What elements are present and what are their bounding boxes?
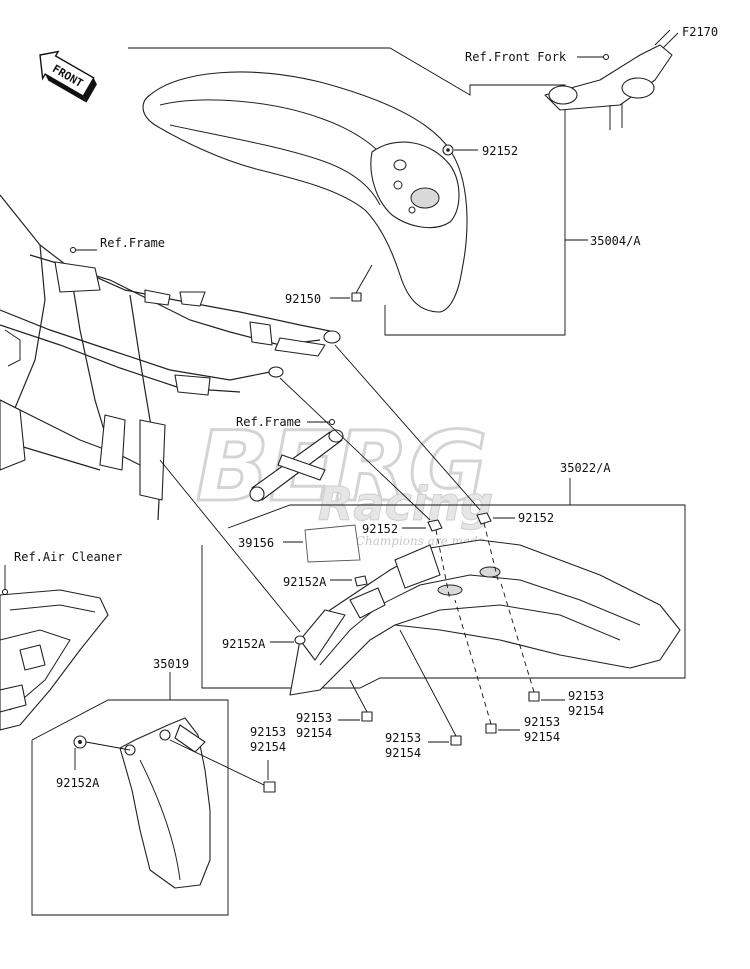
callout-39156: 39156 (238, 536, 274, 550)
front-fender-hole-small-2 (393, 180, 403, 190)
callout-92152-front: 92152 (482, 144, 518, 158)
washer-92152-rear-right (476, 512, 499, 581)
callout-35004A: 35004/A (590, 234, 641, 248)
callout-92154-d: 92154 (568, 704, 604, 718)
callout-92154-mudguard: 92154 (250, 740, 286, 754)
frame-tube-end-right (323, 330, 341, 344)
callout-92152-rear-right: 92152 (518, 511, 554, 525)
callout-92153-c: 92153 (524, 715, 560, 729)
front-fender-bracket-line (128, 47, 566, 336)
ref-air-cleaner: Ref.Air Cleaner (14, 550, 122, 564)
air-cleaner-reference: Ref.Air Cleaner (0, 550, 122, 731)
callout-92152A-mudguard: 92152A (56, 776, 100, 790)
callout-92152-rear-left: 92152 (362, 522, 398, 536)
callout-35022A: 35022/A (560, 461, 611, 475)
bolt-rear-a (349, 679, 373, 722)
rear-fender-hole-1 (437, 584, 463, 596)
fork-clamp-left (548, 85, 578, 105)
front-fender-group: 92152 92150 35004/A (128, 47, 641, 336)
pad-39156 (304, 524, 361, 563)
ref-frame-lower: Ref.Frame (236, 415, 301, 429)
fork-clamp-right (621, 77, 655, 99)
callout-92153-mudguard: 92153 (250, 725, 286, 739)
watermark-sub: Racing (318, 477, 493, 531)
frame-reference-upper: Ref.Frame (0, 194, 341, 521)
front-fender-crease-lower (169, 124, 381, 206)
rear-fender-bracket (394, 544, 441, 589)
callout-92153-b: 92153 (385, 731, 421, 745)
rear-fender-group: 35022/A 92152 92152 39156 (159, 344, 686, 760)
callout-92153-a: 92153 (296, 711, 332, 725)
callout-92150: 92150 (285, 292, 321, 306)
front-fender-mount (370, 141, 460, 229)
callout-92153-d: 92153 (568, 689, 604, 703)
bolt-mudguard (169, 739, 276, 793)
mudguard (119, 717, 211, 889)
washer-92152A-mudguard (73, 735, 87, 749)
front-arrow-icon: FRONT (39, 50, 97, 103)
callout-92154-a: 92154 (296, 726, 332, 740)
front-fender (142, 71, 468, 313)
rear-fender-bracket-line (201, 504, 686, 689)
callout-92154-b: 92154 (385, 746, 421, 760)
mudguard-group: 35019 92152A 92153 92154 (31, 657, 286, 916)
bolt-92150 (351, 264, 373, 302)
front-fender-hole-small-3 (408, 206, 416, 214)
ref-front-fork: Ref.Front Fork (465, 50, 567, 64)
front-fork-reference: Ref.Front Fork (465, 29, 679, 130)
bolt-rear-b (399, 629, 462, 746)
bolt-rear-d (499, 579, 540, 702)
frame-reference-lower: Ref.Frame (236, 415, 344, 502)
figure-code: F2170 (682, 25, 718, 39)
front-fender-bolt-hole (410, 187, 440, 209)
rear-fender (289, 539, 681, 696)
bolt-rear-c (454, 599, 497, 734)
front-fender-hole-small (393, 159, 407, 171)
washer-92152A-mid (294, 635, 306, 645)
callout-92154-c: 92154 (524, 730, 560, 744)
mudguard-bracket-line (31, 699, 229, 916)
frame-tube-upper (0, 194, 321, 346)
frame-tube-end-left (268, 366, 284, 378)
washer-92152A-upper (354, 575, 368, 587)
callout-92152A-upper: 92152A (283, 575, 327, 589)
callout-92152A-mid: 92152A (222, 637, 266, 651)
frame-bracket-1 (54, 261, 101, 293)
ref-frame-upper: Ref.Frame (100, 236, 165, 250)
callout-35019: 35019 (153, 657, 189, 671)
washer-92152-rear-left (427, 519, 451, 601)
